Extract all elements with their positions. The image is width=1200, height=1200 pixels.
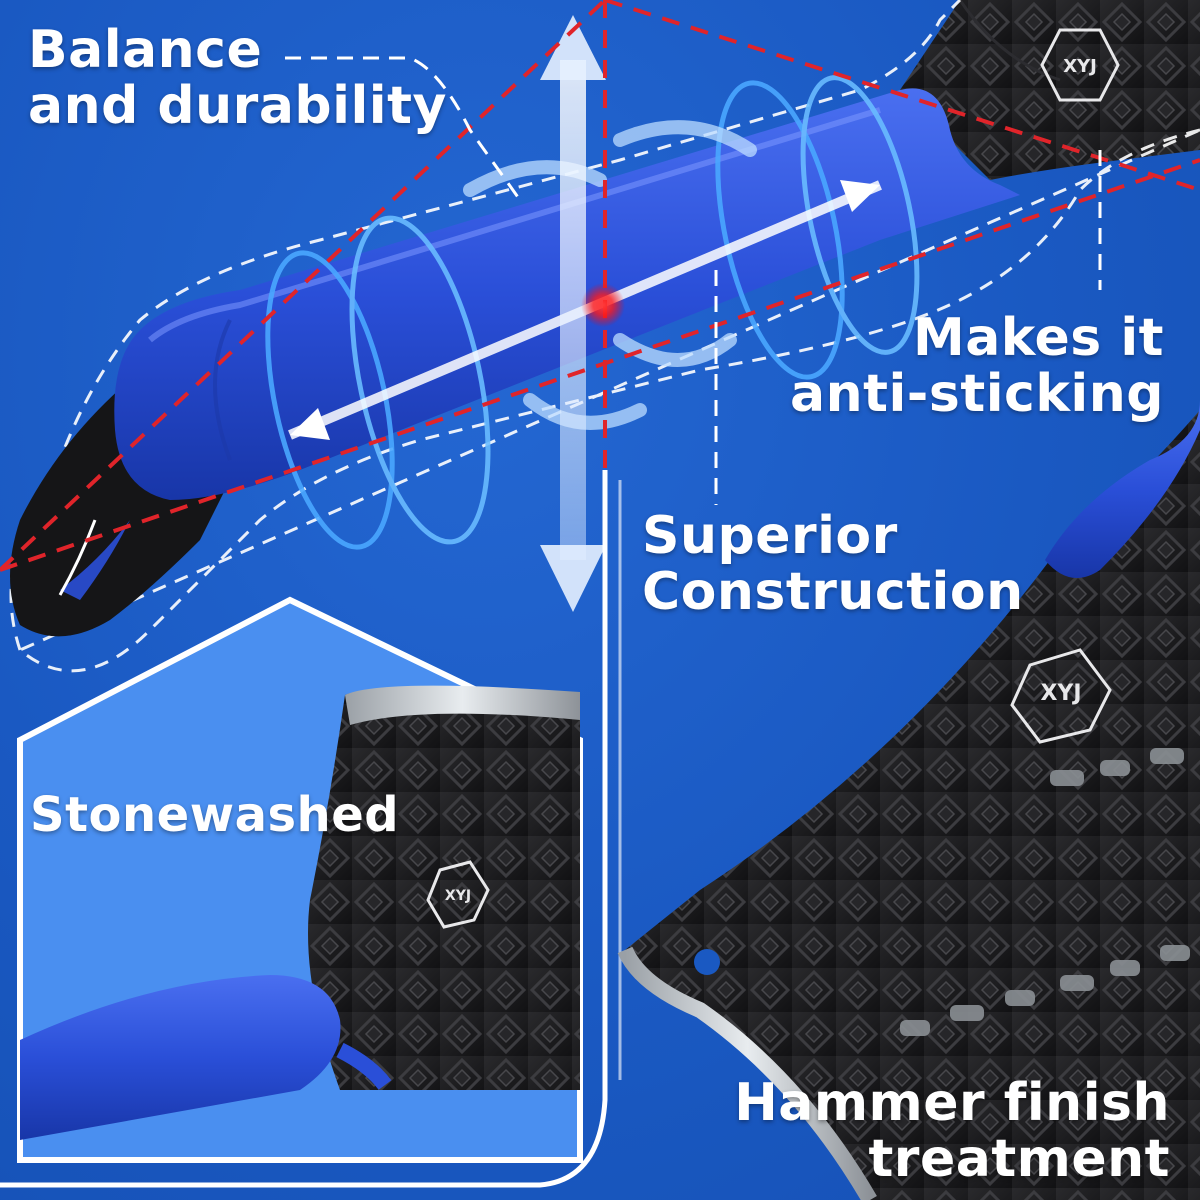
anti-sticking-line1: Makes it: [912, 308, 1164, 368]
brand-logo: [426, 28, 1120, 929]
balance-callout: Balance and durability: [28, 22, 447, 134]
logo-brand-top: XYJ: [1063, 56, 1097, 77]
balance-point: [581, 283, 625, 327]
balance-line1: Balance: [28, 20, 263, 80]
stonewashed-inset: [17, 596, 583, 1163]
hammer-finish-callout: Hammer finish treatment: [734, 1075, 1170, 1187]
construction-line1: Superior: [642, 506, 898, 566]
rotation-rings: [265, 75, 920, 550]
logo-brand-inset: XYJ: [445, 888, 471, 904]
rotation-arrows: [463, 120, 757, 430]
construction-line2: Construction: [642, 562, 1024, 623]
logo-brand-right: XYJ: [1040, 681, 1081, 706]
construction-callout: Superior Construction: [642, 508, 1024, 620]
stonewashed-callout: Stonewashed: [30, 787, 400, 843]
anti-sticking-line2: anti-sticking: [790, 364, 1164, 425]
stonewashed-line1: Stonewashed: [30, 787, 400, 843]
hammer-line2: treatment: [868, 1129, 1170, 1190]
balance-line2: and durability: [28, 76, 447, 137]
cleaver-blade: [617, 400, 1200, 1200]
hammer-line1: Hammer finish: [734, 1073, 1170, 1133]
anti-sticking-callout: Makes it anti-sticking: [790, 310, 1164, 422]
